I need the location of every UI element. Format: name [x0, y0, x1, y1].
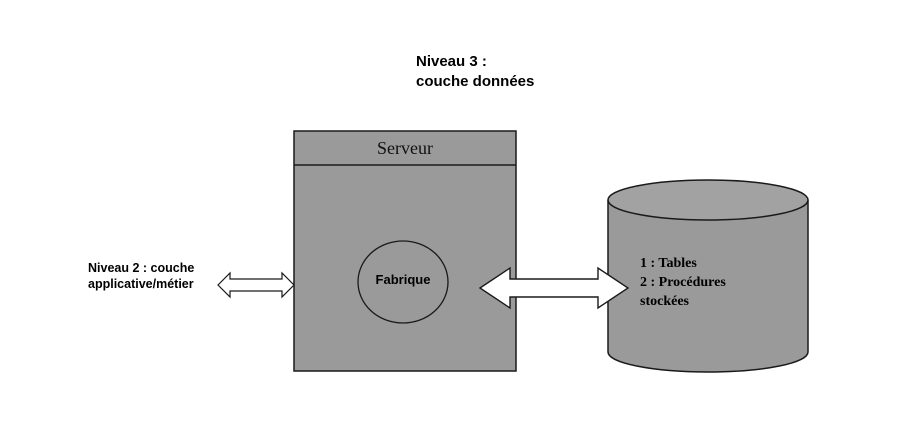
- database-cylinder: [607, 179, 809, 373]
- db-line-3: stockées: [640, 294, 689, 309]
- left-double-arrow: [217, 271, 295, 299]
- right-double-arrow: [478, 266, 630, 310]
- fabrique-ellipse: [357, 240, 449, 324]
- db-line-1: 1 : Tables: [640, 256, 697, 271]
- database-contents: 1 : Tables 2 : Procédures stockées: [640, 254, 726, 311]
- db-line-2: 2 : Procédures: [640, 275, 726, 290]
- title-line-2: couche données: [416, 73, 535, 90]
- title-line-1: Niveau 3 :: [416, 53, 487, 70]
- diagram-title: Niveau 3 : couche données: [416, 52, 534, 92]
- application-layer-label: Niveau 2 : couche applicative/métier: [88, 260, 194, 292]
- fabrique-label: Fabrique: [375, 272, 431, 287]
- server-header-label: Serveur: [377, 137, 433, 158]
- left-label-line-2: applicative/métier: [88, 277, 194, 291]
- left-label-line-1: Niveau 2 : couche: [88, 261, 195, 275]
